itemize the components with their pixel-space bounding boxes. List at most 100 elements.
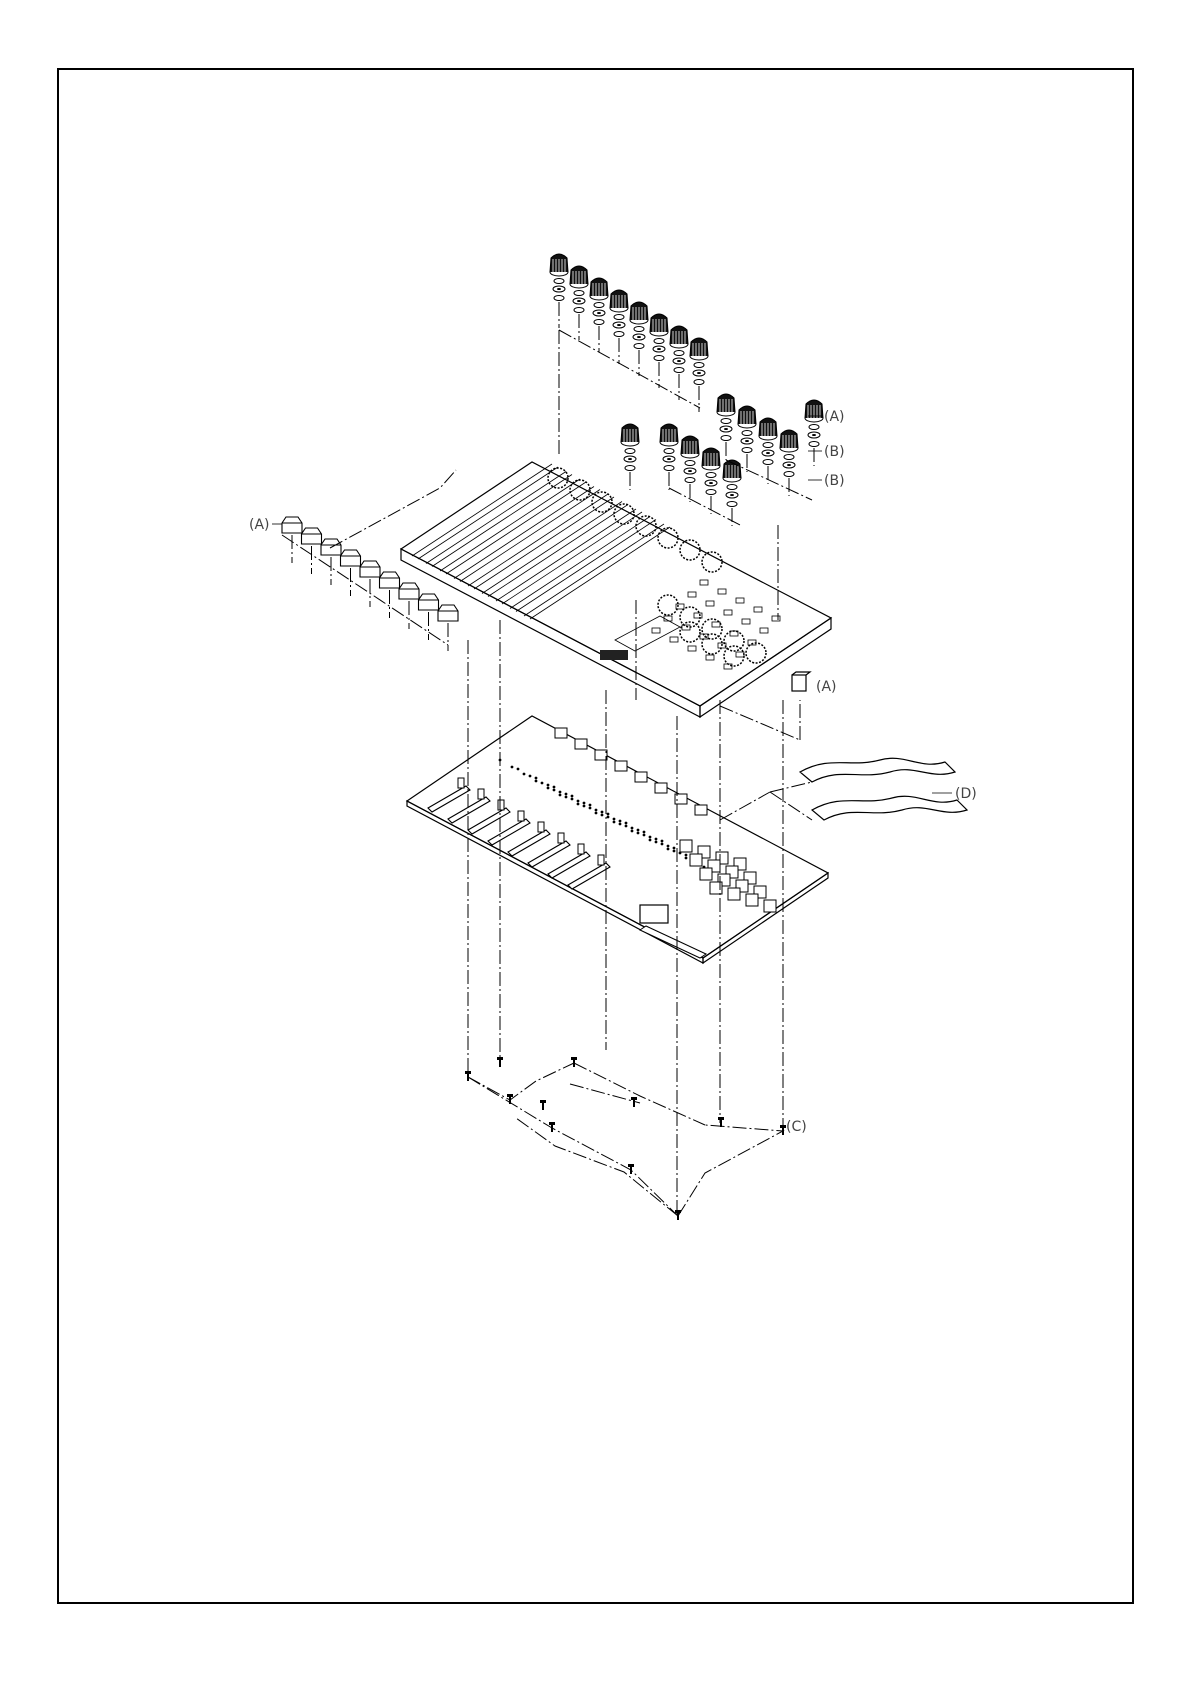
knob-lower-b-3 (681, 436, 699, 483)
slide-pot-8 (568, 863, 610, 889)
knob-row-lower (621, 394, 823, 526)
switch-15 (746, 894, 758, 906)
fader-slot-7 (496, 509, 636, 601)
encoder-4 (615, 761, 627, 771)
top-panel (401, 462, 831, 717)
knob-ring-lower-1 (658, 595, 678, 615)
panel-button (700, 580, 708, 585)
panel-button (754, 607, 762, 612)
usb-connector (640, 905, 668, 923)
main-pcb (407, 716, 828, 963)
slide-pot-7 (548, 852, 590, 878)
encoder-2 (575, 739, 587, 749)
fader-cap-8 (419, 594, 439, 640)
knob-upper-8 (690, 338, 708, 385)
knob-lower-b-2 (660, 424, 678, 471)
knob-ring-6 (658, 528, 678, 548)
knob-lower-a-4 (780, 430, 798, 477)
switch-5 (690, 854, 702, 866)
callout-ribbon-d: (D) (955, 786, 977, 802)
panel-button (736, 652, 744, 657)
panel-button (772, 616, 780, 621)
screw-4 (540, 1100, 546, 1110)
fader-caps (282, 470, 458, 651)
fader-slot-6 (482, 502, 622, 594)
knob-upper-4 (610, 290, 628, 337)
knob-upper-5 (630, 302, 648, 349)
knob-lower-a-2 (738, 406, 756, 453)
panel-button (652, 628, 660, 633)
panel-button (688, 646, 696, 651)
fader-cap-3 (321, 539, 341, 585)
knob-ring-1 (548, 468, 568, 488)
switch-16 (764, 900, 776, 912)
encoder-6 (655, 783, 667, 793)
logo-badge (600, 650, 628, 660)
fader-slot-3 (440, 479, 580, 571)
slide-pot-1 (428, 786, 470, 812)
fader-cap-5 (360, 561, 380, 607)
panel-button (736, 598, 744, 603)
slide-pot-3 (468, 808, 510, 834)
knob-upper-7 (670, 326, 688, 373)
fader-cap-9 (438, 605, 458, 651)
panel-button (724, 610, 732, 615)
knob-lower-b-1 (621, 424, 639, 471)
knob-lower-a-3 (759, 418, 777, 465)
knob-lower-a-5 (805, 400, 823, 447)
encoder-5 (635, 772, 647, 782)
edge-connector (640, 926, 706, 958)
fader-cap-2 (302, 528, 322, 574)
side-cap (720, 672, 810, 740)
encoder-1 (555, 728, 567, 738)
fader-cap-1 (282, 517, 302, 563)
slide-pot-2 (448, 797, 490, 823)
encoder-3 (595, 750, 607, 760)
knob-lower-b-5 (723, 460, 741, 507)
fader-slot-5 (468, 494, 608, 586)
panel-button (706, 601, 714, 606)
encoder-8 (695, 805, 707, 815)
panel-button (670, 637, 678, 642)
ribbon-cables (720, 758, 967, 820)
knob-lower-b-4 (702, 448, 720, 495)
fader-cap-4 (341, 550, 361, 596)
knob-ring-8 (702, 552, 722, 572)
callout-screw-c: (C) (786, 1119, 807, 1135)
screw-9 (675, 1210, 681, 1220)
slide-pot-5 (508, 830, 550, 856)
knob-ring-lower-5 (746, 643, 766, 663)
screw-2 (497, 1057, 503, 1067)
panel-button (712, 622, 720, 627)
knob-ring-7 (680, 540, 700, 560)
slide-pot-6 (528, 841, 570, 867)
fader-slot-8 (510, 517, 650, 609)
fader-slot-9 (524, 524, 664, 616)
screw-10 (718, 1117, 724, 1127)
knob-upper-1 (550, 254, 568, 301)
callout-side-cap-a: (A) (816, 679, 837, 695)
panel-button (760, 628, 768, 633)
callout-washer-b1: (B) (824, 444, 845, 460)
fader-cap-7 (399, 583, 419, 629)
knob-upper-6 (650, 314, 668, 361)
knob-upper-2 (570, 266, 588, 313)
panel-button (688, 592, 696, 597)
callout-fader-cap-a: (A) (249, 517, 270, 533)
switch-14 (728, 888, 740, 900)
knob-ring-2 (570, 480, 590, 500)
panel-button (718, 589, 726, 594)
panel-button (742, 619, 750, 624)
screw-5 (571, 1057, 577, 1067)
panel-button (706, 655, 714, 660)
fader-slot-1 (412, 464, 552, 556)
callouts: (A) (B) (B) (A) (A) (D) (C) (249, 409, 977, 1135)
panel-button (682, 625, 690, 630)
knob-lower-a-1 (717, 394, 735, 441)
callout-washer-b2: (B) (824, 473, 845, 489)
panel-button (694, 613, 702, 618)
slide-pot-4 (488, 819, 530, 845)
display-window (615, 616, 680, 651)
